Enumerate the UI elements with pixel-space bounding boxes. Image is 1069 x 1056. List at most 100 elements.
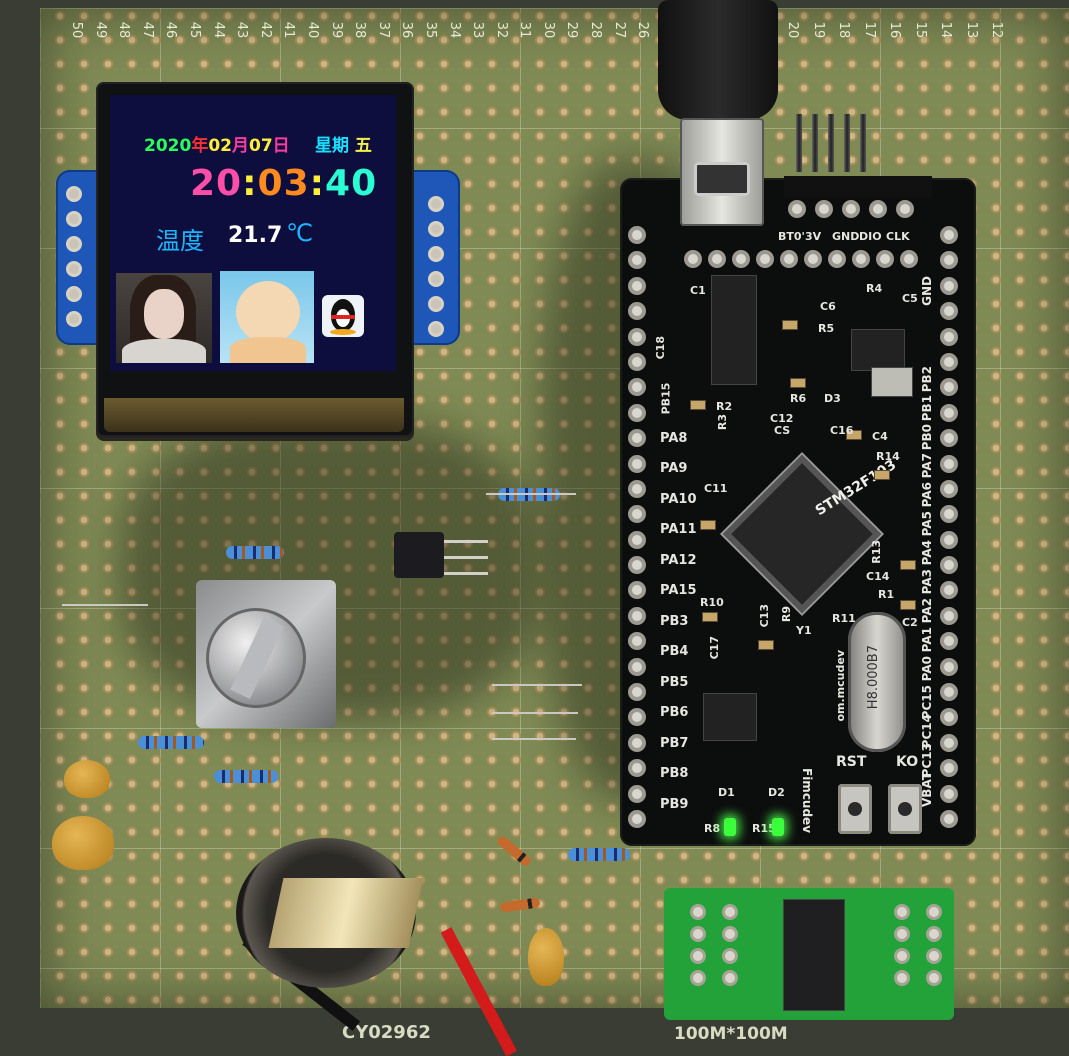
left-pin-label: PB7 xyxy=(660,735,689,751)
weekday-value: 五 xyxy=(354,136,372,156)
ruler-number: 15 xyxy=(912,21,928,39)
ruler-number: 14 xyxy=(938,21,954,39)
ruler-number: 35 xyxy=(422,21,438,39)
ruler-number: 26 xyxy=(635,21,651,39)
header-pin-label: CLK xyxy=(886,230,910,243)
ruler-number: 33 xyxy=(469,21,485,39)
left-pin-label: PB8 xyxy=(660,766,689,781)
smd-component xyxy=(782,320,798,330)
ruler-number: 13 xyxy=(963,21,979,39)
reset-button-label: RST xyxy=(836,754,867,770)
component-label: C5 xyxy=(902,292,918,305)
ruler-number: 43 xyxy=(233,21,249,39)
mcu-pins-inner-row xyxy=(684,250,918,268)
time-minute: 03 xyxy=(257,163,310,204)
tantalum-capacitor xyxy=(528,928,564,986)
ruler-number: 16 xyxy=(887,21,903,39)
temperature-unit: ℃ xyxy=(286,219,313,247)
date-month: 02 xyxy=(208,136,232,156)
reset-button[interactable] xyxy=(838,784,872,834)
component-label: Y1 xyxy=(796,624,812,637)
resistor xyxy=(214,770,278,783)
ruler-number: 32 xyxy=(493,21,509,39)
sensor-leg xyxy=(444,572,488,575)
left-pin-label: PA10 xyxy=(660,491,697,507)
header-pin-label: 3V xyxy=(805,230,822,243)
lcd-weekday: 星期 五 xyxy=(315,131,372,156)
component-label: C12 xyxy=(770,412,794,425)
component-label: R8 xyxy=(704,822,721,835)
wire-lead xyxy=(62,604,148,606)
pin-header-row xyxy=(788,200,914,218)
crystal-label: H8.000B7 xyxy=(866,645,881,710)
time-sep-2: : xyxy=(309,163,326,204)
component-label: R15 xyxy=(752,822,776,835)
led-d2 xyxy=(772,818,784,836)
wire-lead xyxy=(486,493,576,495)
ruler-number: 18 xyxy=(836,21,852,39)
smd-component xyxy=(700,520,716,530)
right-pin-label: PB0 xyxy=(920,424,934,451)
ruler-number: 27 xyxy=(611,21,627,39)
component-label: C4 xyxy=(872,430,888,443)
right-pin-label: PA3 xyxy=(920,569,934,595)
wire-lead xyxy=(492,738,576,740)
left-pin-label: PB15 xyxy=(659,382,673,415)
resistor xyxy=(138,736,204,749)
date-year-unit: 年 xyxy=(191,136,209,156)
right-pin-label: PA6 xyxy=(920,482,934,508)
cartoon-boy-photo xyxy=(220,271,314,363)
left-pin-label: PA9 xyxy=(660,461,688,476)
mcu-pins-right xyxy=(940,226,958,828)
smd-component xyxy=(790,378,806,388)
brand-label: Fimcudev xyxy=(800,768,814,834)
left-pin-label: PA8 xyxy=(660,430,688,446)
ruler-number: 40 xyxy=(304,21,320,39)
penguin-icon xyxy=(322,295,364,337)
component-label: R13 xyxy=(870,540,883,564)
ruler-number: 44 xyxy=(210,21,226,39)
ldo-regulator xyxy=(852,330,904,370)
component-label: D1 xyxy=(718,786,735,799)
header-pin-label: GND xyxy=(832,230,860,243)
micro-usb-port xyxy=(694,162,750,196)
temperature-sensor xyxy=(394,532,444,578)
date-day-unit: 日 xyxy=(272,136,290,156)
component-label: R11 xyxy=(832,612,856,625)
smd-component xyxy=(846,430,862,440)
ruler-number: 38 xyxy=(351,21,367,39)
component-label: C17 xyxy=(708,636,721,660)
ko-button[interactable] xyxy=(888,784,922,834)
component-label: R5 xyxy=(818,322,835,335)
right-pin-label: PA0 xyxy=(920,656,934,682)
coin-battery-holder xyxy=(236,838,436,988)
component-label: C16 xyxy=(830,424,854,437)
smd-component xyxy=(874,470,890,480)
ruler-number: 42 xyxy=(257,21,273,39)
right-pin-label: PA4 xyxy=(920,540,934,566)
right-pin-label: PB1 xyxy=(920,395,934,422)
ko-button-label: KO xyxy=(896,754,919,770)
component-label: C18 xyxy=(654,336,667,360)
header-pin-label: BT0' xyxy=(778,230,805,243)
component-label: R9 xyxy=(780,606,793,623)
pin-header-top xyxy=(796,114,866,172)
smd-component xyxy=(900,600,916,610)
breakout-pads-right xyxy=(894,904,948,986)
date-month-unit: 月 xyxy=(232,136,249,156)
component-label: C2 xyxy=(902,616,918,629)
crystal-oscillator xyxy=(848,612,906,752)
ruler-number: 19 xyxy=(810,21,826,39)
usb-cable xyxy=(658,0,778,120)
breakout-chip xyxy=(784,900,844,1010)
ruler-number: 46 xyxy=(163,21,179,39)
breakout-pads-left xyxy=(690,904,744,986)
pin-header-base xyxy=(784,176,932,198)
ruler-number: 28 xyxy=(587,21,603,39)
right-pin-label: PA5 xyxy=(920,511,934,537)
left-pin-label: PA11 xyxy=(660,522,697,537)
ruler-number: 37 xyxy=(375,21,391,39)
smd-component xyxy=(758,640,774,650)
